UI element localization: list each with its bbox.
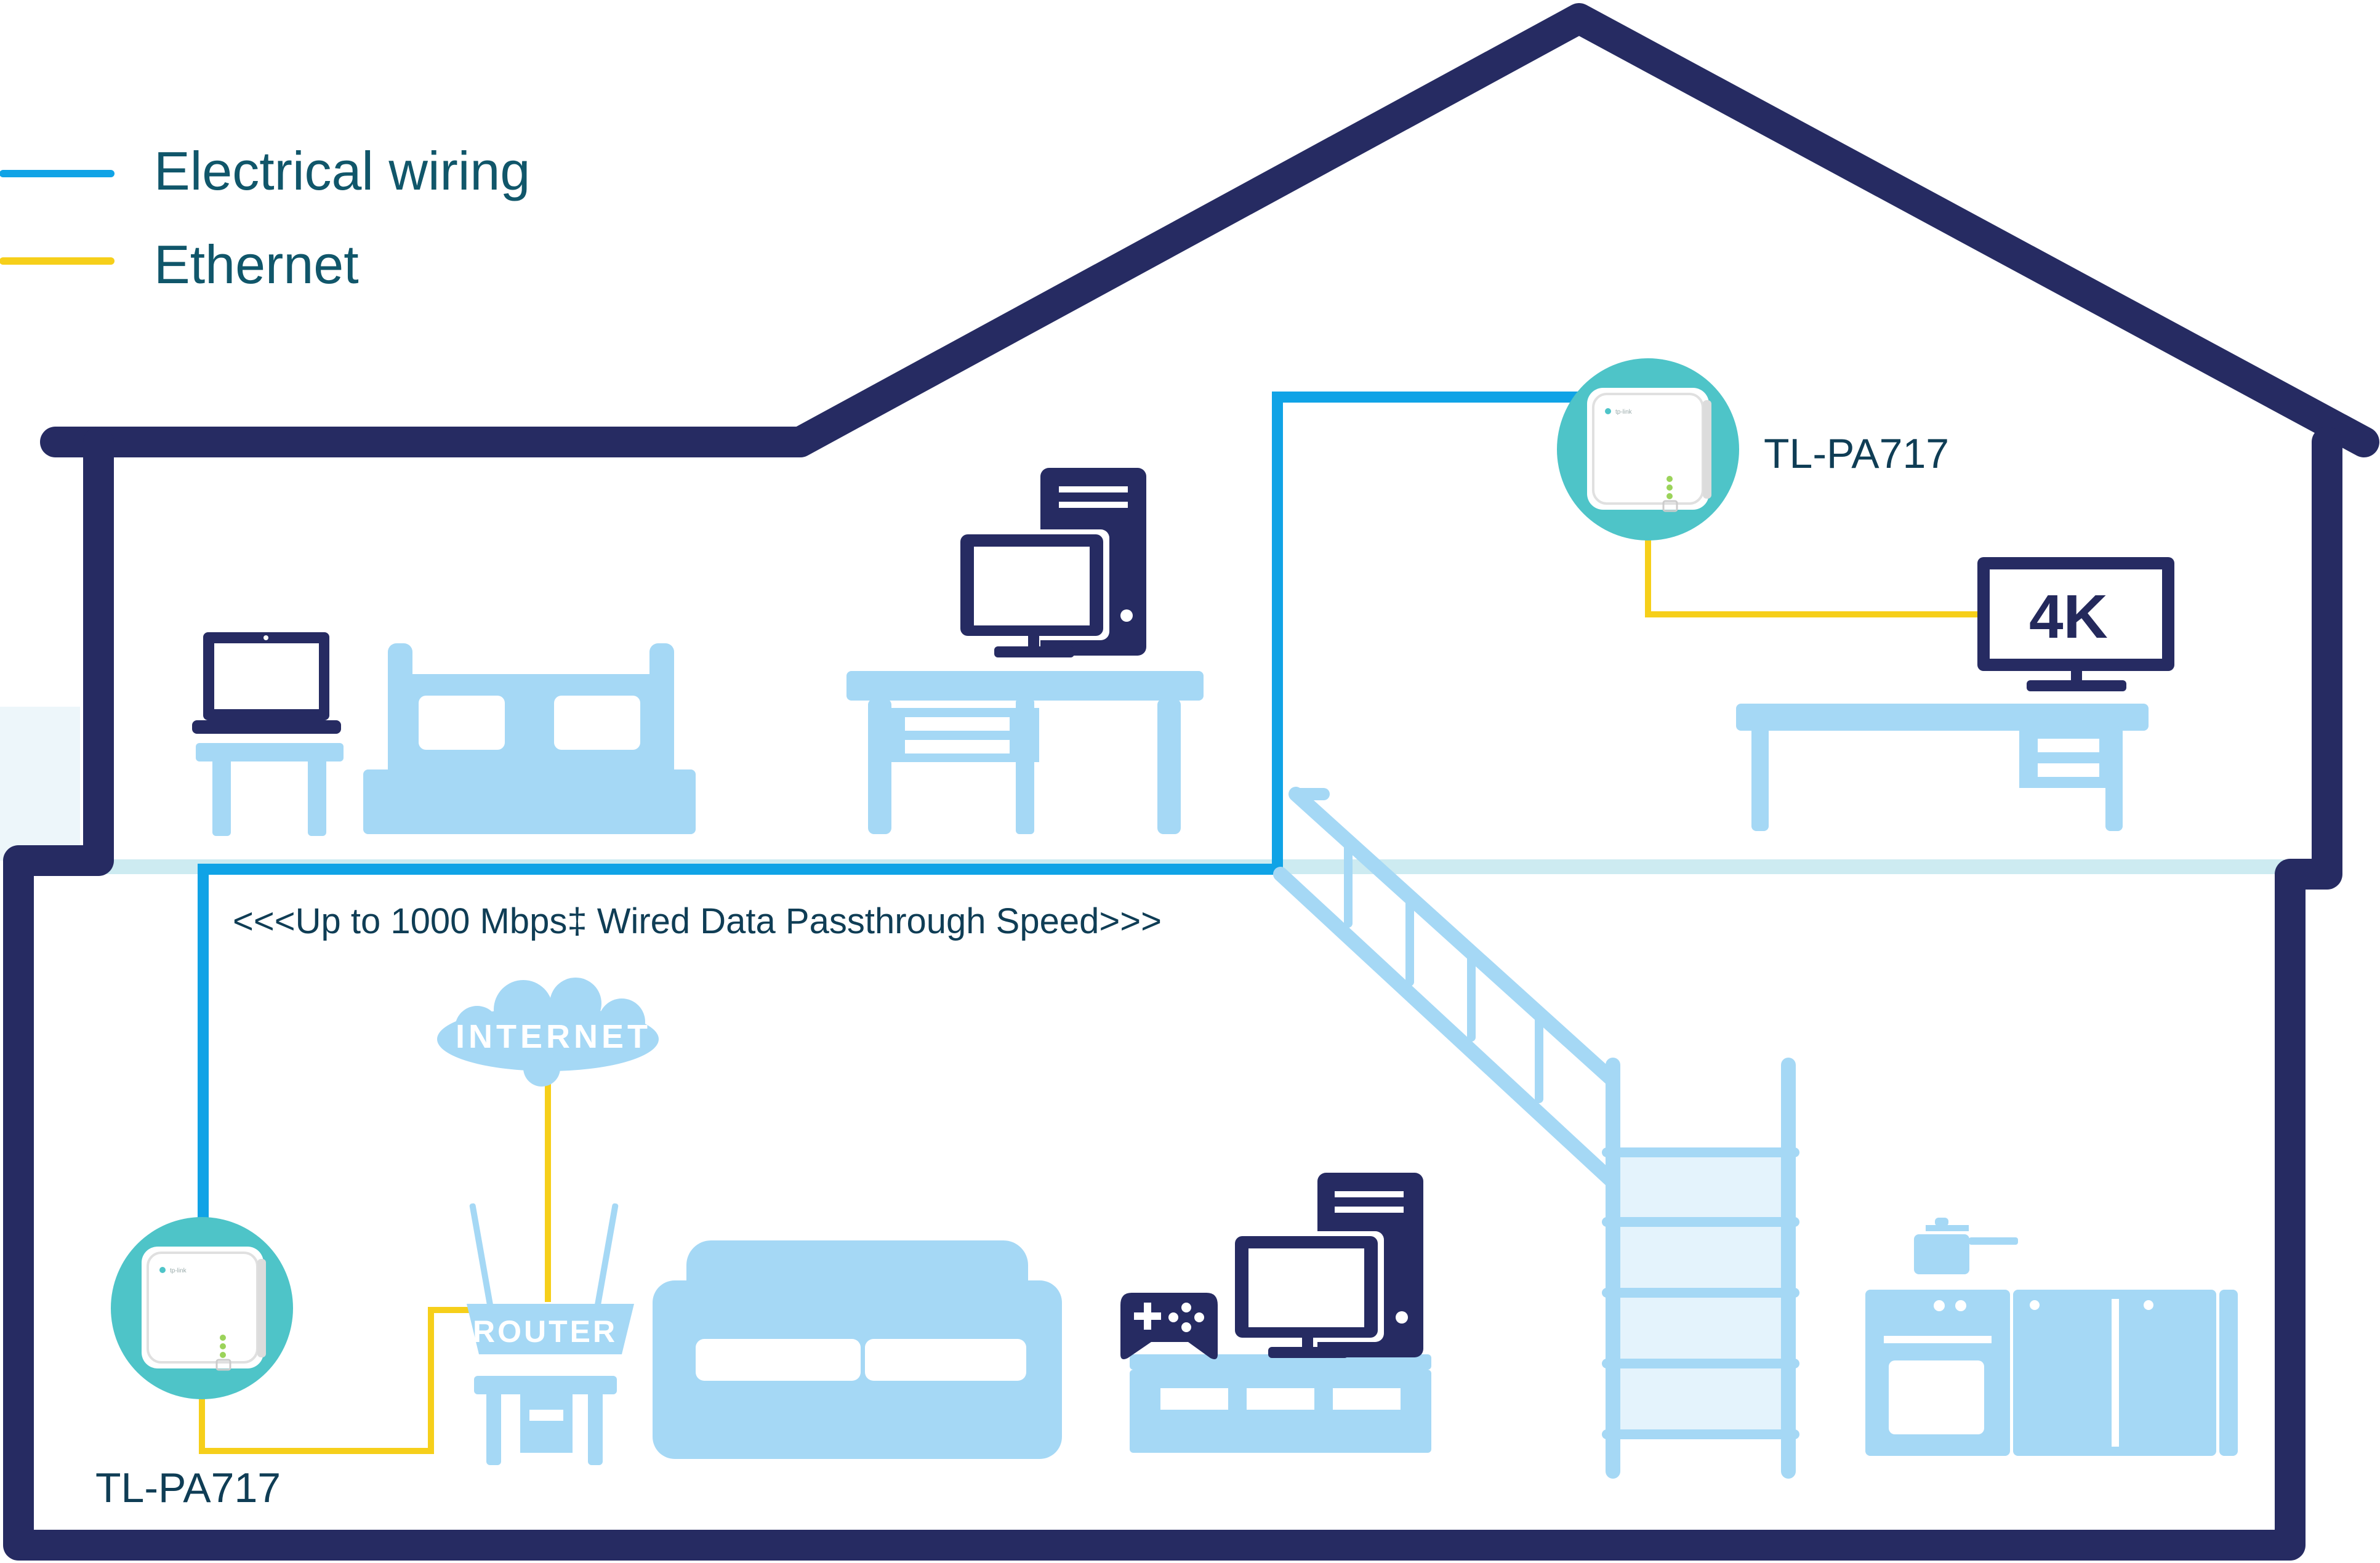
upstairs-adapter-label: TL-PA717 <box>1764 430 1949 477</box>
upstairs-powerline-adapter: tp-link <box>1557 358 1739 540</box>
legend-ethernet-label: Ethernet <box>154 234 359 295</box>
legend-electrical-label: Electrical wiring <box>154 140 530 201</box>
tv-label: 4K <box>2029 582 2108 651</box>
svg-text:tp-link: tp-link <box>1615 409 1633 416</box>
desktop-computer-icon-downstairs <box>1230 1173 1423 1358</box>
svg-text:tp-link: tp-link <box>170 1268 187 1274</box>
upstairs-furniture <box>196 643 2149 836</box>
left-floor-shadow <box>0 707 80 861</box>
game-controller-icon <box>1120 1293 1218 1359</box>
downstairs-furniture <box>467 1203 2238 1465</box>
laptop-icon <box>192 632 341 734</box>
router-label: ROUTER <box>473 1314 617 1349</box>
ethernet-cables <box>199 510 1982 1454</box>
internet-label: INTERNET <box>456 1018 651 1055</box>
downstairs-adapter-label: TL-PA717 <box>95 1465 281 1511</box>
speed-note: <<<Up to 1000 Mbps‡ Wired Data Passthrou… <box>233 901 1162 941</box>
internet-cloud <box>437 978 659 1087</box>
staircase <box>1273 787 1799 1479</box>
4k-tv-icon: 4K <box>1977 557 2174 691</box>
house-outline <box>3 3 2379 1561</box>
stair-landing <box>1620 1152 1782 1436</box>
desktop-computer-icon <box>955 468 1146 657</box>
legend: Electrical wiring Ethernet <box>0 140 530 295</box>
downstairs-powerline-adapter: tp-link <box>111 1217 293 1399</box>
